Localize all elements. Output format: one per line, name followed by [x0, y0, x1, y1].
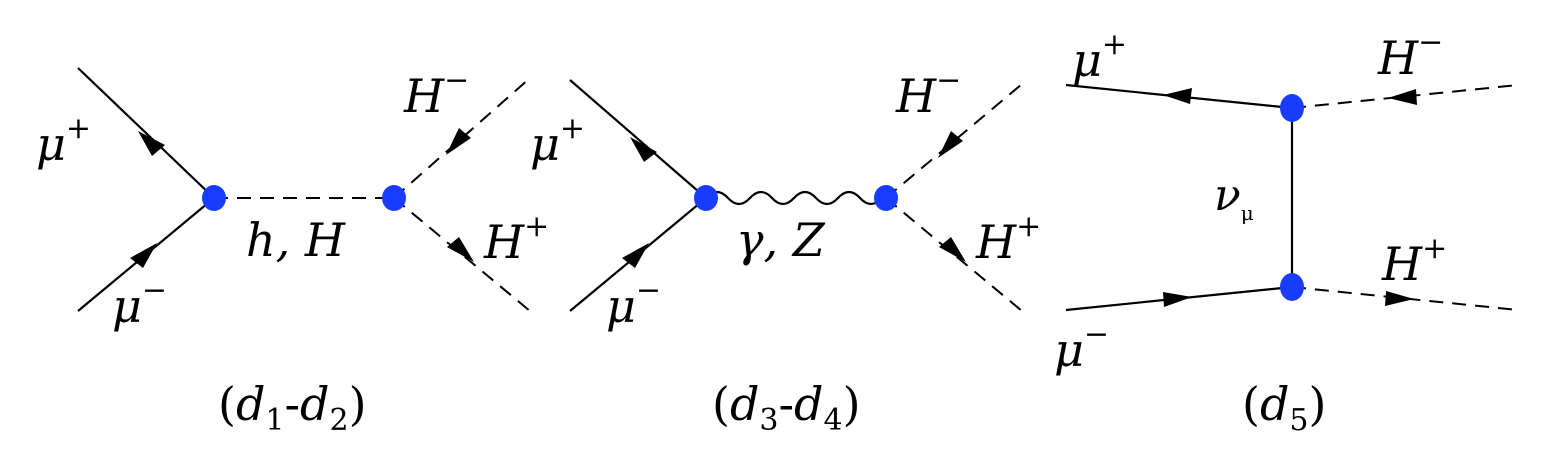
- propagator-label: h, H: [246, 213, 346, 267]
- h-minus-line: [1291, 84, 1519, 109]
- vertex: [874, 185, 898, 211]
- h-minus-label: H−: [895, 63, 961, 123]
- mu-plus-line: [569, 79, 707, 199]
- vertex: [382, 185, 406, 211]
- caption-d3-d4: (d3-d4): [712, 377, 861, 438]
- propagator-label: νμ: [1214, 170, 1254, 225]
- vertex: [1280, 94, 1304, 122]
- vertex: [694, 185, 718, 211]
- h-plus-arrow: [447, 237, 474, 262]
- h-minus-line: [885, 83, 1023, 199]
- h-plus-label: H+: [483, 209, 549, 269]
- mu-plus-line: [77, 67, 215, 199]
- h-plus-label: H+: [1381, 231, 1447, 291]
- h-minus-arrow: [446, 128, 471, 155]
- h-minus-arrow: [938, 131, 963, 158]
- caption-d5: (d5): [1242, 377, 1326, 438]
- h-plus-line: [393, 197, 531, 312]
- diagram-d3-d4: μ+ μ− H− H+ γ, Z (d3-d4): [530, 63, 1041, 438]
- mu-plus-arrow: [630, 137, 657, 162]
- mu-minus-arrow: [622, 243, 649, 268]
- mu-minus-arrow: [1163, 292, 1192, 307]
- h-minus-arrow: [1388, 89, 1417, 105]
- mu-minus-label: μ−: [112, 273, 167, 333]
- diagram-d1-d2: μ+ μ− H− H+ h, H (d1-d2): [36, 63, 549, 438]
- vertex: [1280, 273, 1304, 301]
- mu-plus-label: μ+: [36, 111, 91, 171]
- diagram-d5: μ+ μ− H− H+ νμ (d5): [1054, 25, 1519, 438]
- h-plus-line: [885, 197, 1023, 312]
- mu-plus-label: μ+: [1072, 27, 1127, 87]
- h-minus-label: H−: [403, 63, 469, 123]
- h-minus-line: [393, 77, 531, 199]
- mu-minus-label: μ−: [1054, 317, 1109, 377]
- mu-minus-label: μ−: [606, 273, 661, 333]
- mu-plus-arrow: [1163, 88, 1192, 104]
- h-plus-arrow: [939, 237, 966, 262]
- vertex: [202, 185, 226, 211]
- h-minus-label: H−: [1377, 25, 1443, 85]
- propagator-label: γ, Z: [736, 213, 826, 267]
- mu-plus-label: μ+: [530, 111, 585, 171]
- mu-plus-arrow: [138, 131, 165, 156]
- caption-d1-d2: (d1-d2): [218, 377, 367, 438]
- gauge-boson-propagator: [705, 190, 883, 206]
- h-plus-arrow: [1385, 291, 1414, 306]
- mu-minus-arrow: [130, 243, 157, 268]
- h-plus-line: [1291, 286, 1519, 311]
- h-plus-label: H+: [975, 209, 1041, 269]
